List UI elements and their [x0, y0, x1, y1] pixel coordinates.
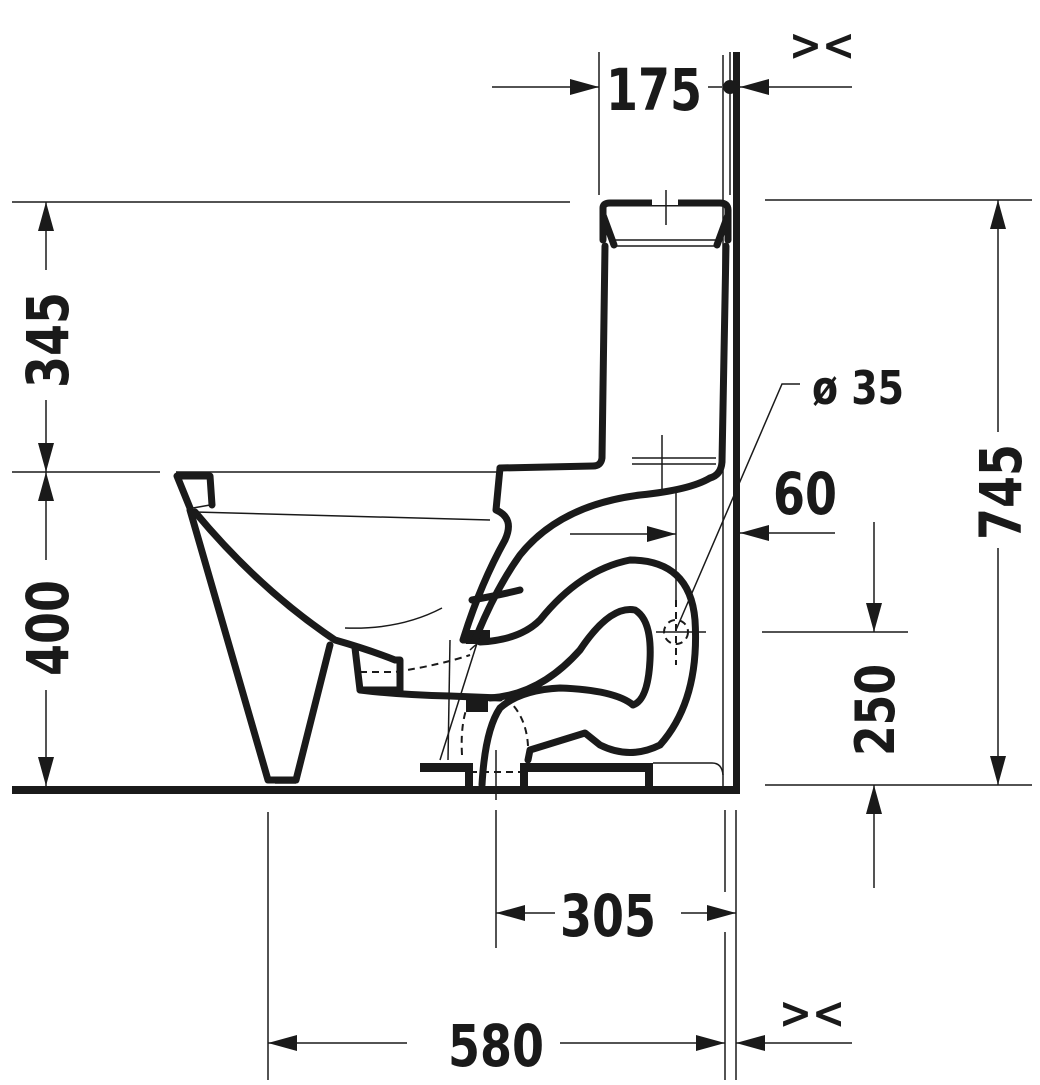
- cistern: [496, 190, 732, 490]
- dim-label-250: 250: [844, 664, 907, 756]
- dimension-580: 580 ><: [267, 812, 852, 1080]
- bowl: [173, 464, 524, 784]
- wall-and-floor: [12, 52, 740, 794]
- dim-label-745: 745: [967, 444, 1035, 540]
- dim-label-305: 305: [560, 882, 656, 950]
- dimension-745: 745: [765, 199, 1035, 786]
- dim-label-580: 580: [448, 1012, 544, 1080]
- dim-label-175: 175: [606, 56, 702, 124]
- dim-label-400: 400: [14, 580, 82, 676]
- dimension-60: 60: [570, 460, 837, 600]
- dimension-250: 250: [762, 522, 908, 888]
- dim-label-60: 60: [773, 460, 837, 528]
- base-flange: [420, 762, 724, 787]
- floor: [12, 786, 740, 794]
- dimension-left-heights: 345 400: [12, 201, 570, 786]
- dimension-inlet-diameter: ø 35: [675, 361, 904, 631]
- wall: [733, 52, 740, 794]
- dim-label-345: 345: [14, 292, 82, 388]
- dimension-175: 175 ><: [492, 20, 855, 195]
- dim-label-diameter-35: ø 35: [812, 361, 904, 415]
- dimension-305: 305: [495, 810, 737, 1080]
- siphon-trap: [460, 474, 714, 800]
- wall-gap-symbol-bottom: ><: [779, 988, 845, 1039]
- wall-gap-symbol-top: ><: [789, 20, 855, 71]
